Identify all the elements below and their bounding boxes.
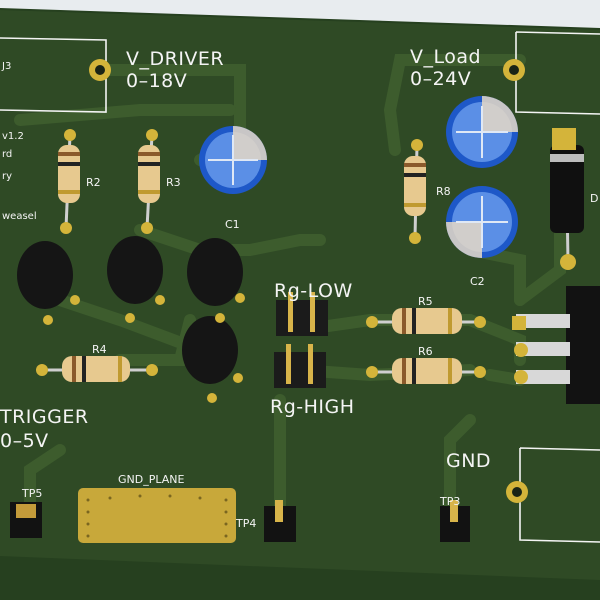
power-regulator	[512, 286, 600, 404]
tp3-label: TP3	[440, 495, 461, 508]
gnd-label: GND	[446, 450, 492, 472]
tp4-label: TP4	[236, 517, 257, 530]
board-version: v1.2	[2, 131, 24, 142]
gnd-plane-label: GND_PLANE	[118, 473, 185, 486]
r8-label: R8	[436, 185, 451, 198]
c2-label: C2	[470, 275, 485, 288]
rg-high-label: Rg-HIGH	[270, 396, 355, 418]
electrolytic-capacitors	[199, 96, 518, 258]
trigger-label: TRIGGER	[0, 406, 89, 428]
r2-label: R2	[86, 176, 101, 189]
mounting-pads	[89, 59, 528, 503]
r3-label: R3	[166, 176, 181, 189]
gnd-plane-pad	[78, 488, 236, 543]
jumper-headers	[274, 292, 328, 388]
trigger-range: 0–5V	[0, 430, 49, 452]
v-load-label: V_Load	[410, 46, 482, 68]
board-author: weasel	[2, 211, 37, 222]
board-text-ry: ry	[2, 171, 13, 182]
v-driver-label: V_DRIVER	[126, 48, 225, 70]
rg-low-label: Rg-LOW	[274, 280, 353, 302]
test-points	[10, 500, 470, 542]
diode	[550, 128, 584, 270]
diode-label: D	[590, 192, 599, 205]
resistor-pads	[36, 129, 486, 378]
v-load-range: 0–24V	[410, 68, 472, 90]
transistors	[17, 236, 243, 384]
c1-label: C1	[225, 218, 240, 231]
board-text-rd: rd	[2, 149, 13, 160]
tp5-label: TP5	[22, 487, 43, 500]
connector-j3-label: J3	[2, 61, 12, 72]
v-driver-range: 0–18V	[126, 70, 188, 92]
r5-label: R5	[418, 295, 433, 308]
r4-label: R4	[92, 343, 107, 356]
resistor-bodies	[42, 134, 480, 384]
r6-label: R6	[418, 345, 433, 358]
